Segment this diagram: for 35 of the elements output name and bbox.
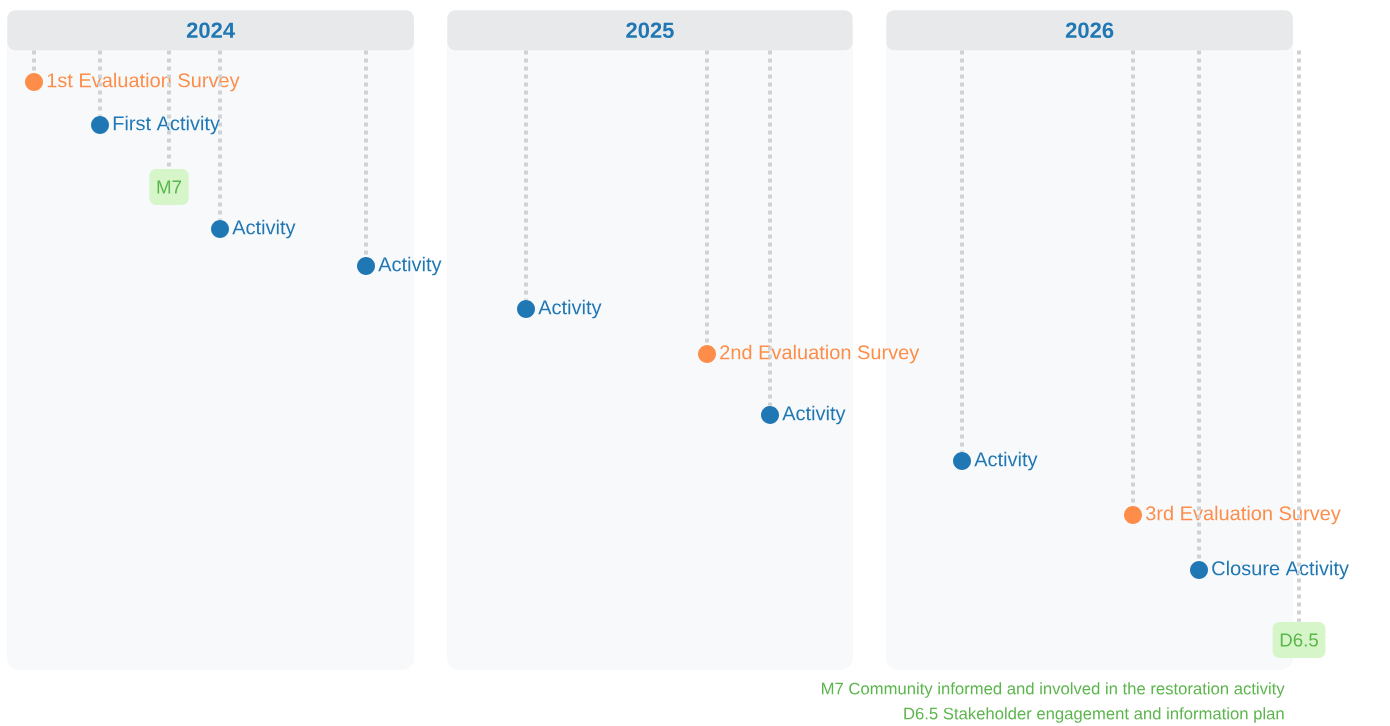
drop-line (364, 50, 368, 257)
milestone: 3rd Evaluation Survey (1124, 505, 1341, 525)
node-label: Activity (378, 256, 442, 276)
milestone: Closure Activity (1190, 560, 1349, 580)
drop-line (1297, 50, 1301, 622)
drop-line (1131, 50, 1135, 506)
drop-line (98, 50, 102, 116)
milestone: Activity (953, 451, 1038, 471)
milestone: 1st Evaluation Survey (25, 72, 240, 92)
deliverable-badge: D6.5 (1272, 622, 1326, 658)
node-label: Activity (232, 219, 296, 239)
drop-line (768, 50, 772, 406)
node-label: Activity (782, 405, 846, 425)
year-header: 2024 (7, 10, 414, 51)
footnote: D6.5 Stakeholder engagement and information plan (904, 707, 1284, 723)
drop-line (705, 50, 709, 345)
footnote: M7 Community informed and involved in the restoration activity (822, 682, 1285, 698)
year-header: 2026 (886, 10, 1293, 51)
node-label: Activity (974, 451, 1038, 471)
drop-line (167, 50, 171, 169)
drop-line (1197, 50, 1201, 561)
drop-line (960, 50, 964, 452)
deliverable-badge: M7 (149, 169, 189, 205)
drop-line (218, 50, 222, 220)
milestone: Activity (517, 299, 602, 319)
milestone: Activity (761, 405, 846, 425)
milestone: Activity (357, 256, 442, 276)
year-header: 2025 (447, 10, 853, 51)
milestone: First Activity (91, 115, 220, 135)
milestone: 2nd Evaluation Survey (698, 344, 920, 364)
milestone: Activity (211, 219, 296, 239)
node-label: Activity (538, 299, 602, 319)
drop-line (524, 50, 528, 300)
drop-line (32, 50, 36, 73)
node-label: First Activity (113, 115, 220, 135)
